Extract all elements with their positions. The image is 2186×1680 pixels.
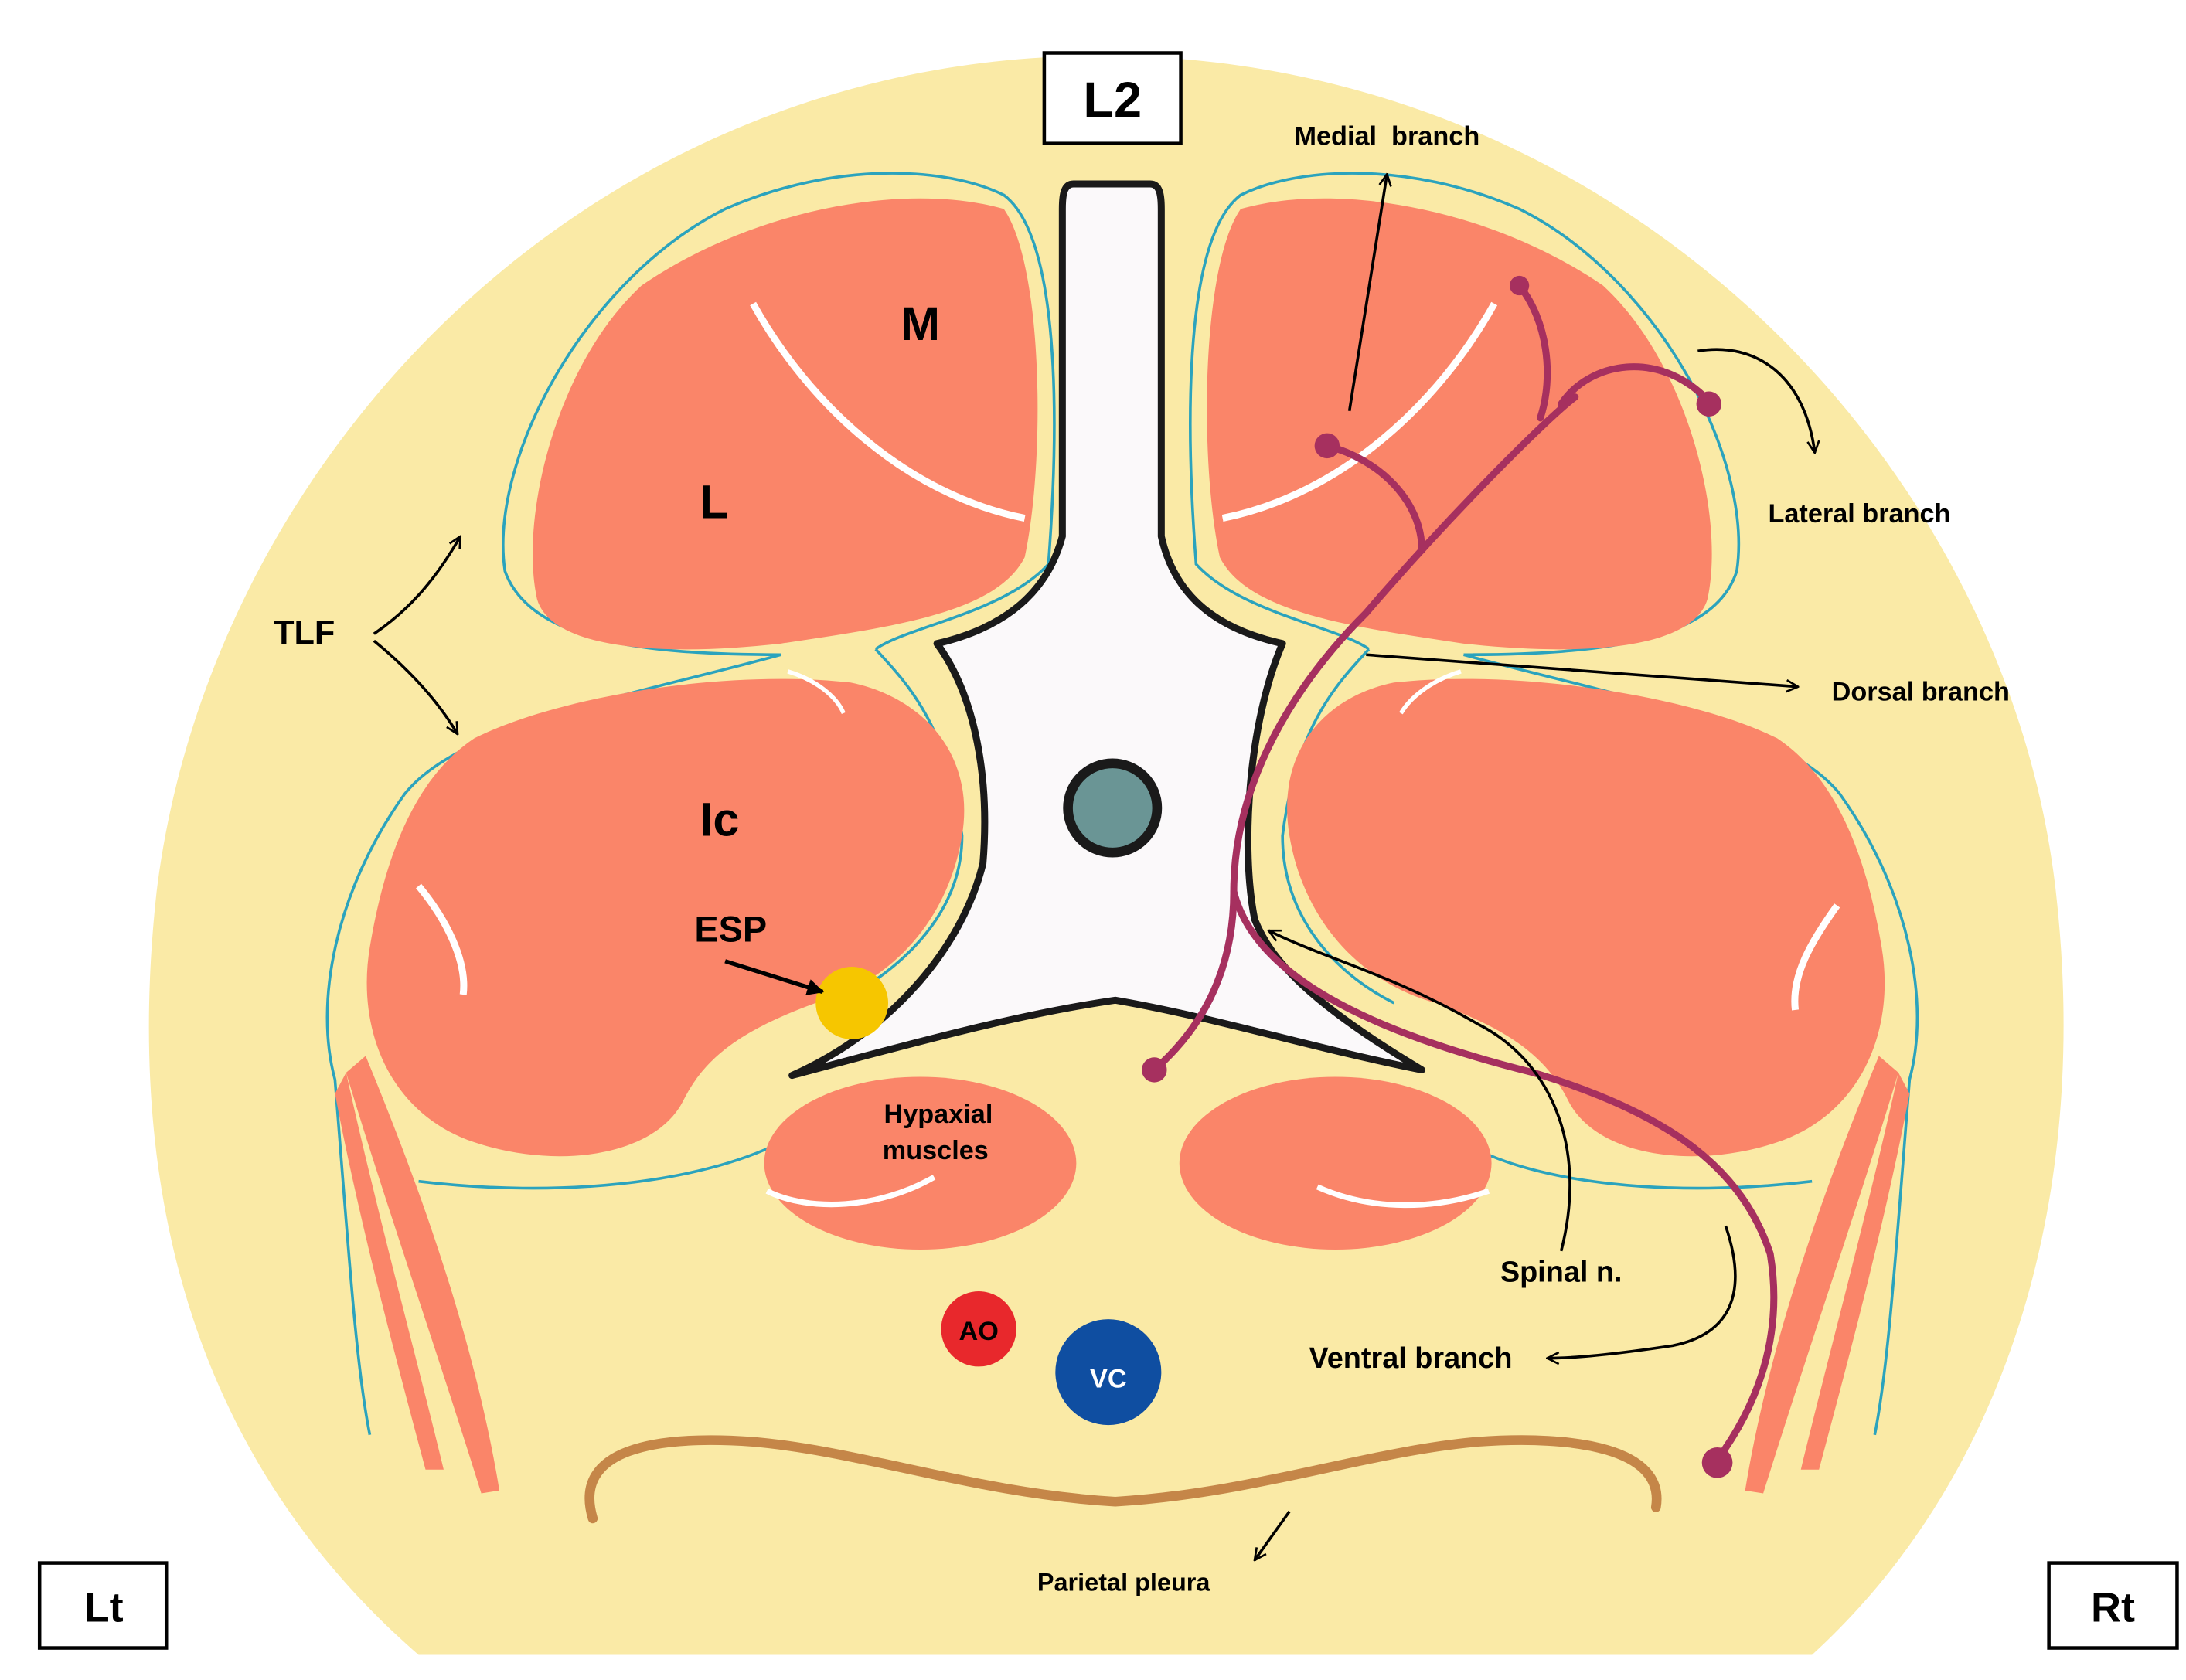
muscle-separation-line-left: [750, 301, 1026, 522]
left-side-label-box: [37, 1561, 169, 1650]
nerve-lateral-branch-tip: [1516, 282, 1551, 422]
vena-cava: [1055, 1319, 1162, 1426]
lateral-branch-label: Lateral branch: [1768, 499, 1950, 529]
medial-branch-label: Medial branch: [1294, 121, 1479, 151]
spinal-nerve-tree: [1150, 282, 1778, 1464]
arrow-ventral-branch: [1548, 1225, 1737, 1358]
nerve-medial-branch: [1323, 442, 1425, 554]
annotation-arrows: [373, 174, 1815, 1560]
spinal-nerve-label: Spinal n.: [1500, 1256, 1622, 1288]
iliocostalis-label: Ic: [700, 794, 739, 846]
abdominal-wall-muscles: [335, 1056, 1910, 1494]
parietal-pleura-line: [584, 1435, 1662, 1524]
spinal-canal: [1063, 758, 1163, 858]
multifidus-label: M: [901, 298, 940, 350]
vena-cava-label: VC: [1090, 1364, 1127, 1393]
muscle-multifidus-longissimus-left: [533, 198, 1038, 650]
tlf-label: TLF: [274, 614, 335, 651]
muscle-separation-line-right: [1221, 301, 1498, 522]
muscle-multifidus-longissimus-right: [1207, 198, 1712, 650]
hypaxial-label-line2: muscles: [883, 1136, 989, 1165]
arrow-medial-branch: [1347, 174, 1388, 412]
arrow-esp: [724, 959, 825, 995]
ventral-branch-label: Ventral branch: [1309, 1342, 1513, 1375]
parietal-pleura-label: Parietal pleura: [1037, 1569, 1211, 1597]
nerve-endpoints: [1142, 275, 1733, 1478]
hypaxial-label-line1: Hypaxial: [884, 1100, 993, 1129]
dorsal-branch-label: Dorsal branch: [1832, 678, 2010, 707]
hypaxial-separation-right: [1316, 1184, 1490, 1209]
muscle-iliocostalis-left: [366, 678, 965, 1157]
vertebra: [788, 180, 1425, 1080]
right-side-label: Rt: [2091, 1584, 2135, 1631]
hypaxial-separation-left: [765, 1175, 936, 1208]
arrow-tlf-lower: [373, 639, 459, 734]
muscle-separation-line-tlf-right: [1399, 669, 1462, 715]
left-side-label: Lt: [84, 1584, 124, 1631]
arrow-parietal-pleura: [1255, 1510, 1291, 1560]
hypaxial-muscle-right: [1179, 1076, 1492, 1250]
nerve-main-trunk: [1150, 393, 1579, 1073]
vertebra-label: L2: [1083, 71, 1142, 128]
longissimus-label: L: [700, 476, 728, 529]
nerve-ventral-path: [1230, 888, 1778, 1464]
esp-label: ESP: [694, 910, 767, 950]
muscle-iliocostalis-right: [1287, 678, 1885, 1157]
aorta-label: AO: [959, 1317, 998, 1346]
right-side-label-box: [2047, 1561, 2179, 1650]
muscle-separation-line-tlf-left: [787, 669, 846, 715]
arrow-spinal-nerve: [1268, 929, 1571, 1252]
muscle-separation-line-ic-right: [1791, 903, 1840, 1011]
esp-injection-site: [815, 967, 889, 1039]
vertebra-label-box: [1042, 51, 1183, 145]
nerve-lateral-branch-upper: [1558, 363, 1713, 408]
arrow-dorsal-branch: [1366, 653, 1798, 686]
arrow-lateral-branch: [1697, 348, 1814, 453]
arrow-tlf-upper: [373, 536, 462, 635]
muscle-separation-line-ic-left: [416, 883, 468, 995]
aorta: [941, 1291, 1016, 1367]
